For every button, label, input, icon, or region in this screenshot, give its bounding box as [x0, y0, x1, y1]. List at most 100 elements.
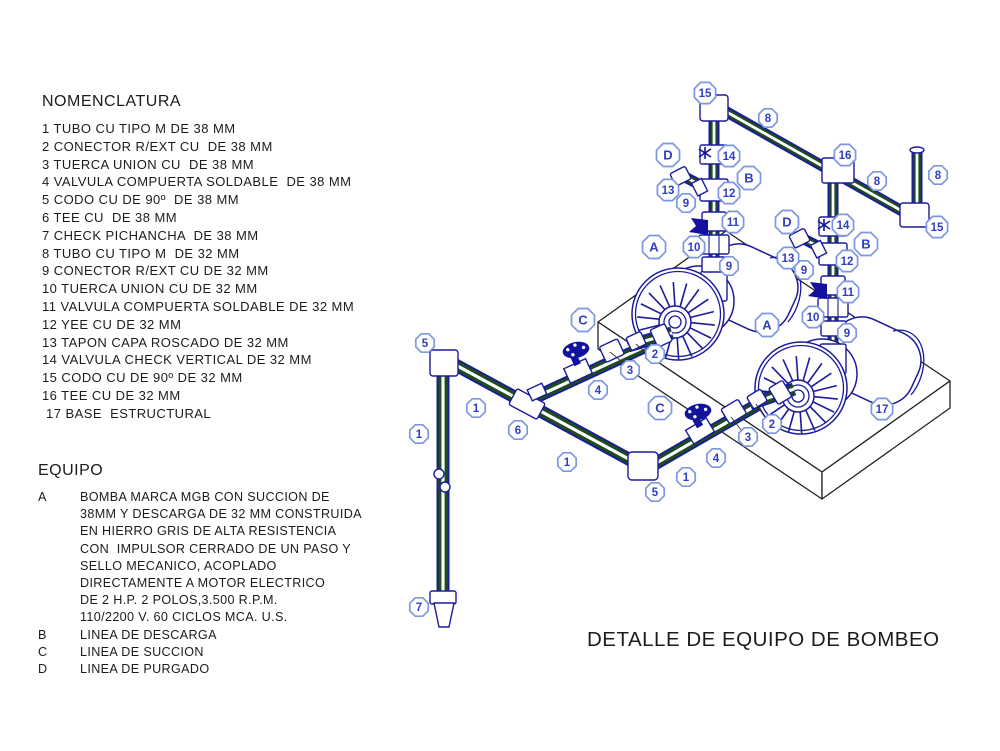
callout-16: 16	[833, 143, 857, 167]
callout-3: 3	[619, 359, 641, 381]
nomenclature-item: 6 TEE CU DE 38 MM	[42, 209, 178, 225]
callout-17: 17	[870, 397, 894, 421]
union-bump	[439, 481, 451, 493]
callout-14: 14	[831, 213, 855, 237]
svg-text:13: 13	[662, 185, 675, 197]
svg-text:B: B	[861, 237, 870, 252]
svg-text:14: 14	[723, 151, 736, 163]
callout-7: 7	[408, 596, 430, 618]
svg-text:3: 3	[745, 432, 751, 444]
svg-text:C: C	[578, 313, 588, 328]
svg-text:8: 8	[765, 113, 772, 125]
callout-9: 9	[675, 192, 697, 214]
callout-15: 15	[925, 215, 949, 239]
svg-text:14: 14	[837, 220, 850, 232]
foot-valve-band	[429, 590, 457, 605]
callout-1: 1	[408, 423, 430, 445]
valve-handles	[562, 147, 831, 429]
svg-text:2: 2	[652, 349, 658, 361]
nomenclature-item: 8 TUBO CU TIPO M DE 32 MM	[42, 245, 240, 261]
callout-8: 8	[757, 107, 779, 129]
callout-13: 13	[776, 246, 800, 270]
gate-valve-handwheel	[562, 341, 590, 359]
svg-text:12: 12	[723, 188, 736, 200]
elbow-15-right	[899, 202, 930, 228]
nomenclature-item: 5 CODO CU DE 90º DE 38 MM	[42, 192, 240, 208]
nomenclature-item: 12 YEE CU DE 32 MM	[42, 316, 182, 332]
connector-2	[625, 331, 647, 351]
connector-2	[746, 388, 768, 410]
svg-text:7: 7	[416, 602, 422, 614]
nomenclature-item: 13 TAPON CAPA ROSCADO DE 32 MM	[42, 334, 289, 350]
callout-1: 1	[556, 451, 578, 473]
nomenclature-title: NOMENCLATURA	[42, 93, 182, 110]
svg-text:C: C	[655, 401, 665, 416]
nomenclature-item: 1 TUBO CU TIPO M DE 38 MM	[42, 121, 236, 136]
svg-text:17: 17	[876, 404, 889, 416]
gate-valve-11-handle	[808, 282, 827, 299]
callout-4: 4	[705, 447, 727, 469]
svg-text:5: 5	[652, 487, 659, 499]
svg-text:15: 15	[931, 222, 944, 234]
elbow-5-top	[429, 349, 459, 377]
open-pipe-end	[909, 146, 925, 154]
callout-5: 5	[414, 332, 436, 354]
callout-B: B	[853, 231, 879, 257]
union-3	[599, 338, 625, 363]
equipment-entry-text: LINEA DE DESCARGA	[80, 627, 217, 642]
callout-5: 5	[644, 481, 666, 503]
svg-text:9: 9	[801, 265, 807, 277]
callout-13: 13	[656, 178, 680, 202]
callout-11: 11	[721, 210, 745, 234]
equipment-entry-key: A	[38, 490, 47, 504]
callout-11: 11	[836, 280, 860, 304]
pump-1-suction-flange	[649, 323, 673, 348]
callout-15: 15	[693, 81, 717, 105]
svg-text:1: 1	[683, 472, 690, 484]
svg-text:4: 4	[713, 453, 720, 465]
equipment-entry-text: LINEA DE PURGADO	[80, 662, 210, 677]
callout-14: 14	[717, 144, 741, 168]
callout-8: 8	[927, 164, 949, 186]
callout-C: C	[647, 395, 673, 421]
callout-2: 2	[761, 413, 783, 435]
svg-text:A: A	[762, 318, 772, 333]
svg-text:10: 10	[807, 312, 820, 324]
nomenclature-item: 10 TUERCA UNION CU DE 32 MM	[42, 281, 258, 297]
svg-text:11: 11	[727, 217, 740, 229]
nomenclature-item: 16 TEE CU DE 32 MM	[42, 387, 181, 403]
gate-valve-11-handle	[689, 218, 708, 235]
connector-9	[690, 177, 709, 197]
svg-text:13: 13	[782, 253, 795, 265]
callout-1: 1	[465, 397, 487, 419]
callout-A: A	[754, 312, 780, 338]
union-bump	[433, 468, 445, 480]
callout-2: 2	[644, 343, 666, 365]
elbow-5-bottom	[627, 451, 659, 481]
svg-text:16: 16	[839, 150, 852, 162]
svg-text:9: 9	[844, 328, 850, 340]
callout-8: 8	[866, 170, 888, 192]
callout-6: 6	[507, 419, 529, 441]
svg-text:5: 5	[422, 338, 429, 350]
equipment-entry-key: C	[38, 644, 48, 659]
callout-4: 4	[587, 379, 609, 401]
svg-text:3: 3	[627, 365, 633, 377]
svg-text:8: 8	[935, 170, 942, 182]
equipment-entry-key: D	[38, 662, 48, 677]
callout-1: 1	[675, 466, 697, 488]
svg-text:1: 1	[564, 457, 571, 469]
svg-text:8: 8	[874, 176, 881, 188]
callout-D: D	[655, 142, 681, 168]
nomenclature-item: 14 VALVULA CHECK VERTICAL DE 32 MM	[42, 352, 312, 368]
pump-2-wheel	[754, 341, 848, 435]
svg-text:6: 6	[515, 425, 521, 437]
nomenclature-item: 3 TUERCA UNION CU DE 38 MM	[42, 156, 254, 172]
equipment-entry-text: LINEA DE SUCCION	[80, 644, 204, 659]
